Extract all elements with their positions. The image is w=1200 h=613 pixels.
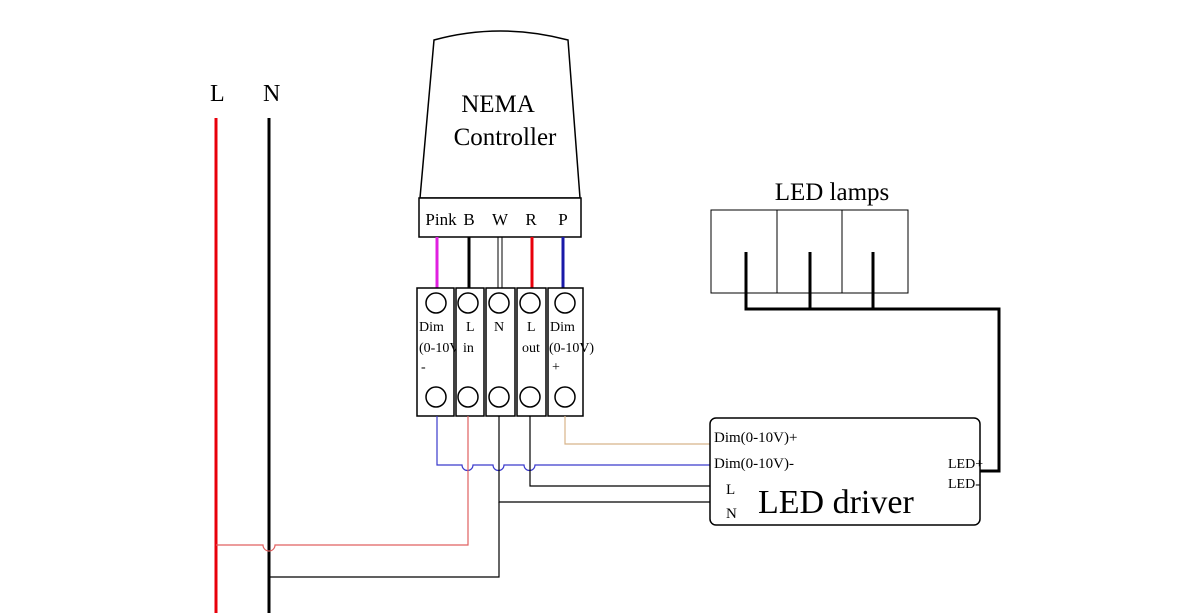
terminal-l-in: L in: [455, 287, 485, 417]
l-in-wire: [216, 416, 469, 552]
driver-dim-plus-label: Dim(0-10V)+: [714, 430, 797, 446]
terminal-dim-minus-line2: (0-10V): [419, 341, 464, 356]
terminal-l-out: L out: [516, 287, 547, 417]
terminal-l-out-line1: L: [527, 320, 536, 335]
terminal-dim-minus: Dim (0-10V) -: [416, 287, 464, 417]
dim-plus-wire: [564, 416, 712, 445]
dim-minus-wire: [436, 416, 712, 472]
led-driver-box: [709, 417, 981, 526]
driver-l-label: L: [726, 482, 735, 498]
nema-controller-body: [419, 30, 581, 199]
driver-n-label: N: [726, 506, 737, 522]
terminal-n: N: [485, 287, 516, 417]
l-out-wire: [529, 416, 712, 487]
neutral-to-driver-wire: [498, 416, 712, 503]
driver-title: LED driver: [758, 484, 914, 521]
pin-label-r: R: [525, 210, 537, 229]
lamp-bus-wire: [744, 252, 1001, 473]
terminal-dim-plus-line1: Dim: [550, 320, 575, 335]
lamps-title: LED lamps: [775, 179, 890, 206]
mains-line-label: L: [210, 81, 225, 107]
driver-dim-minus-label: Dim(0-10V)-: [714, 456, 794, 472]
controller-pin-strip: [418, 197, 582, 238]
mains-neutral-label: N: [263, 81, 280, 107]
terminal-l-out-line2: out: [522, 341, 540, 356]
terminal-dim-plus-line3: +: [552, 360, 560, 375]
pin-label-p: P: [558, 210, 567, 229]
driver-led-plus-label: LED+: [948, 457, 983, 472]
controller-title-line1: NEMA: [461, 91, 535, 118]
neutral-to-mains-wire: [269, 502, 500, 578]
controller-title-line2: Controller: [454, 124, 557, 151]
terminal-dim-minus-line3: -: [421, 360, 426, 375]
terminal-l-in-line2: in: [463, 341, 474, 356]
terminal-dim-minus-line1: Dim: [419, 320, 444, 335]
driver-led-minus-label: LED-: [948, 477, 980, 492]
terminal-n-line1: N: [494, 320, 504, 335]
pin-label-pink: Pink: [425, 210, 457, 229]
terminal-l-in-line1: L: [466, 320, 475, 335]
terminal-dim-plus: Dim (0-10V) +: [547, 287, 594, 417]
pin-label-b: B: [463, 210, 474, 229]
terminal-dim-plus-line2: (0-10V): [549, 341, 594, 356]
pin-label-w: W: [492, 210, 509, 229]
